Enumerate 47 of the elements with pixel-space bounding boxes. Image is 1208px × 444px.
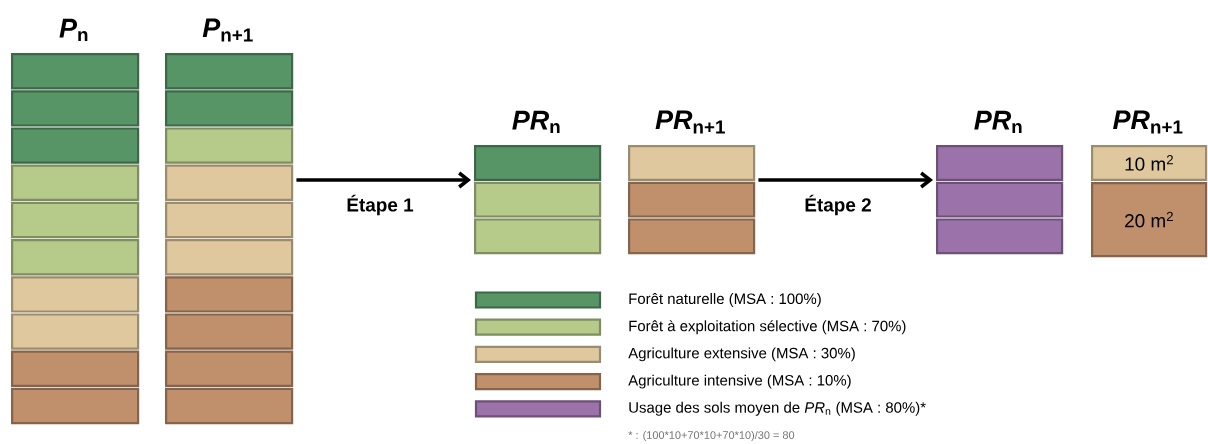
- land-box: [11, 387, 140, 425]
- land-box: [165, 239, 294, 276]
- land-box: [165, 276, 294, 313]
- edge-label: Étape 1: [347, 194, 414, 216]
- arrow: [296, 171, 471, 189]
- land-box: [11, 164, 140, 201]
- land-box: [474, 218, 602, 255]
- land-box: [165, 201, 294, 239]
- land-box: [474, 181, 602, 218]
- land-box: [165, 387, 294, 425]
- column-heading: PR$_{n+1}$: [655, 110, 725, 134]
- land-box: [628, 181, 756, 218]
- edge-label: Étape 2: [805, 194, 871, 216]
- land-box: [11, 53, 140, 90]
- column-heading: PR$_{n}$: [512, 110, 560, 134]
- land-box: [165, 53, 294, 90]
- land-box: [628, 218, 756, 255]
- land-box: [628, 145, 756, 181]
- land-box: [936, 181, 1064, 218]
- land-box: [11, 239, 140, 276]
- column-heading: P$_{n}$: [59, 18, 88, 42]
- land-box: [11, 313, 140, 350]
- column-heading: PR$_{n+1}$: [1113, 110, 1183, 134]
- footnote: * : (100*10+70*10+70*10)/30 = 80: [628, 430, 795, 442]
- land-box: [11, 201, 140, 239]
- area-box: 10 m$^{2}$: [1091, 145, 1208, 181]
- land-box: [165, 313, 294, 350]
- land-box: [936, 218, 1064, 255]
- land-box: [11, 90, 140, 127]
- area-box: 20 m$^{2}$: [1091, 182, 1208, 258]
- land-box: [165, 164, 294, 201]
- legend-text: Forêt à exploitation sélective (MSA : 70%): [629, 320, 906, 335]
- column-heading: P$_{n+1}$: [202, 18, 253, 42]
- land-box: [165, 350, 294, 387]
- legend-text: Agriculture extensive (MSA : 30%): [628, 347, 855, 362]
- arrow: [758, 171, 933, 189]
- land-box: [165, 127, 294, 164]
- legend-text: Usage des sols moyen de PR$_{n}$ (MSA : 80%)*: [629, 401, 926, 416]
- land-box: [165, 90, 294, 127]
- land-box: [474, 145, 602, 181]
- column-heading: PR$_{n}$: [974, 110, 1022, 134]
- land-box: [936, 145, 1064, 181]
- land-box: [11, 350, 140, 387]
- legend-text: Agriculture intensive (MSA : 10%): [628, 374, 851, 389]
- land-box: [11, 276, 140, 313]
- land-box: [11, 127, 140, 164]
- legend-text: Forêt naturelle (MSA : 100%): [629, 293, 821, 307]
